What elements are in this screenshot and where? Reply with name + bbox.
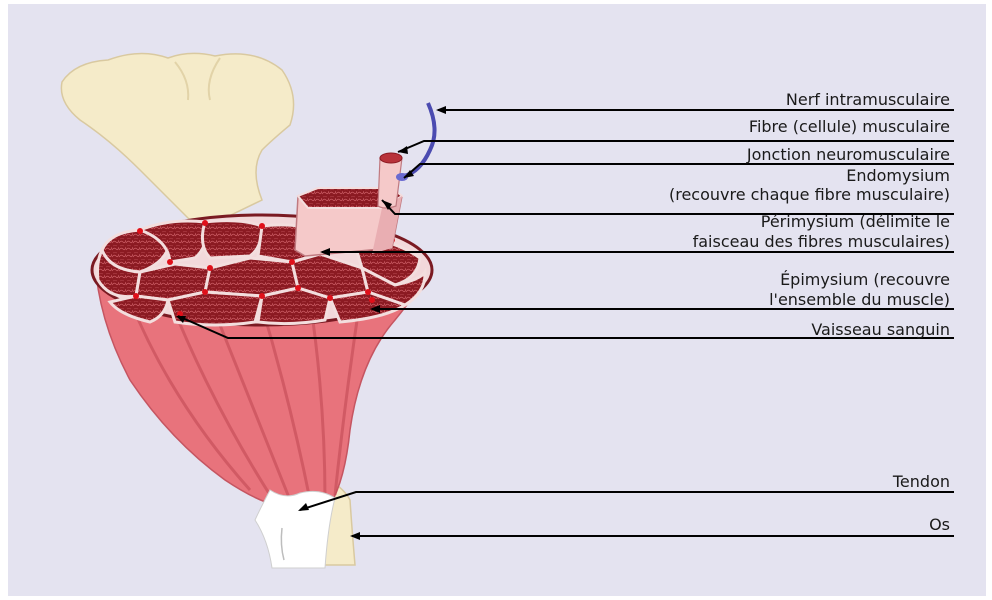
label-vessel: Vaisseau sanguin: [811, 320, 950, 339]
label-nerve: Nerf intramusculaire: [786, 90, 950, 109]
bone-upper: [61, 53, 293, 230]
label-perimysium-line1: Périmysium (délimite le: [761, 212, 950, 231]
label-endomysium-title: Endomysium: [846, 166, 950, 185]
label-perimysium-line2: faisceau des fibres musculaires): [693, 232, 950, 251]
label-tendon: Tendon: [893, 472, 950, 491]
label-bone: Os: [929, 515, 950, 534]
label-epimysium-line2: l'ensemble du muscle): [769, 290, 950, 309]
label-epimysium-line1: Épimysium (recouvre: [780, 270, 950, 289]
label-fiber: Fibre (cellule) musculaire: [749, 117, 950, 136]
label-endomysium-desc: (recouvre chaque fibre musculaire): [669, 185, 950, 204]
label-junction: Jonction neuromusculaire: [747, 145, 950, 164]
